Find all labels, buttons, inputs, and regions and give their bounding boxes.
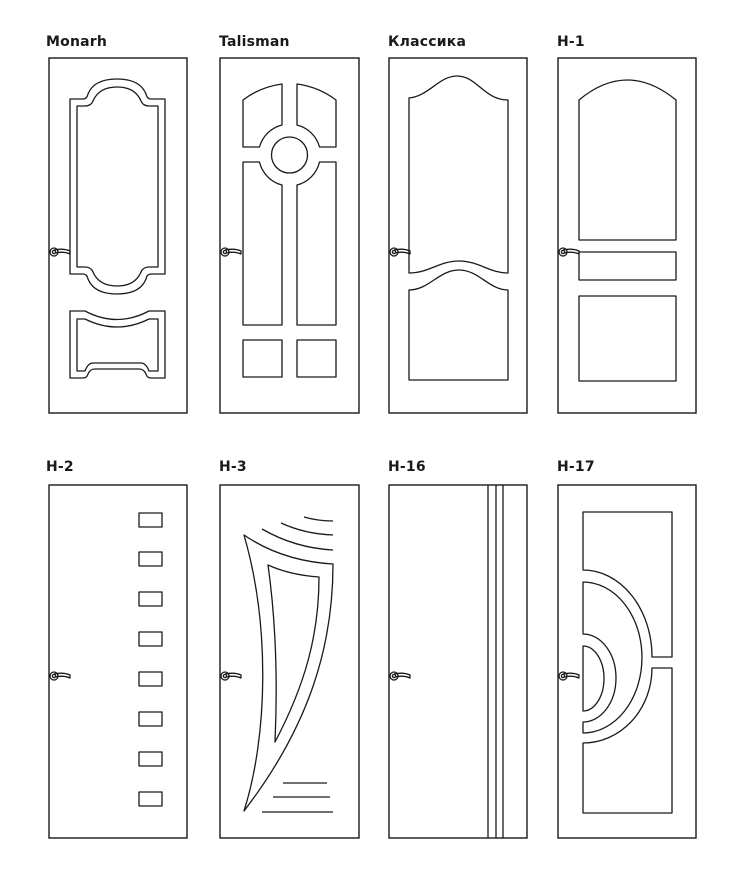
door-label-h2: H-2 (46, 459, 74, 475)
door-klassika (388, 57, 528, 414)
door-h17 (557, 484, 697, 839)
door-h16 (388, 484, 528, 839)
door-label-h3: H-3 (219, 459, 247, 475)
door-label-h17: H-17 (557, 459, 595, 475)
door-label-talisman: Talisman (219, 34, 290, 50)
door-monarh (48, 57, 188, 414)
door-label-h1: H-1 (557, 34, 585, 50)
door-h3 (219, 484, 360, 839)
door-h1 (557, 57, 697, 414)
door-h2 (48, 484, 188, 839)
door-label-klassika: Классика (388, 34, 467, 50)
door-label-monarh: Monarh (46, 34, 108, 50)
door-label-h16: H-16 (388, 459, 426, 475)
door-talisman (219, 57, 360, 414)
